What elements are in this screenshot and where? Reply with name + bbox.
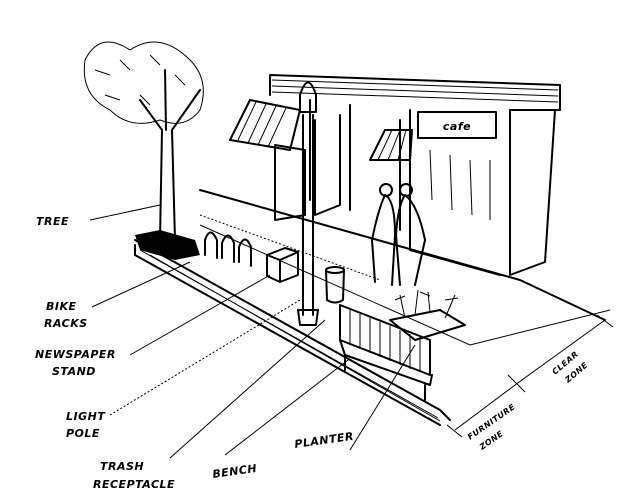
- tree-grate: [135, 230, 200, 260]
- cafe-sign: cafe: [443, 120, 471, 133]
- newspaper-stand: [266, 247, 299, 283]
- light-pole: [297, 81, 319, 326]
- label-newspaper-stand-2: STAND: [52, 365, 96, 378]
- label-bike-racks-2: RACKS: [44, 317, 88, 330]
- zone-dimensions: [446, 314, 614, 438]
- label-bike-racks-1: BIKE: [46, 300, 77, 313]
- bike-racks: [204, 231, 252, 267]
- label-trash-receptacle-2: RECEPTACLE: [93, 478, 175, 491]
- tree: [83, 41, 204, 260]
- label-bench: BENCH: [212, 462, 258, 481]
- planter: [389, 289, 466, 341]
- label-trash-receptacle-1: TRASH: [100, 460, 144, 473]
- label-planter: PLANTER: [294, 430, 355, 451]
- sidewalk: [134, 189, 611, 426]
- leader-lines: [89, 204, 416, 459]
- bench: [339, 304, 433, 401]
- label-tree: TREE: [36, 215, 69, 228]
- cafe-sign-board: [417, 111, 497, 139]
- pedestrians: [371, 183, 426, 286]
- label-newspaper-stand-1: NEWSPAPER: [35, 348, 116, 361]
- trash-receptacle: [325, 266, 345, 304]
- label-light-pole-2: POLE: [66, 427, 100, 440]
- label-light-pole-1: LIGHT: [66, 410, 106, 423]
